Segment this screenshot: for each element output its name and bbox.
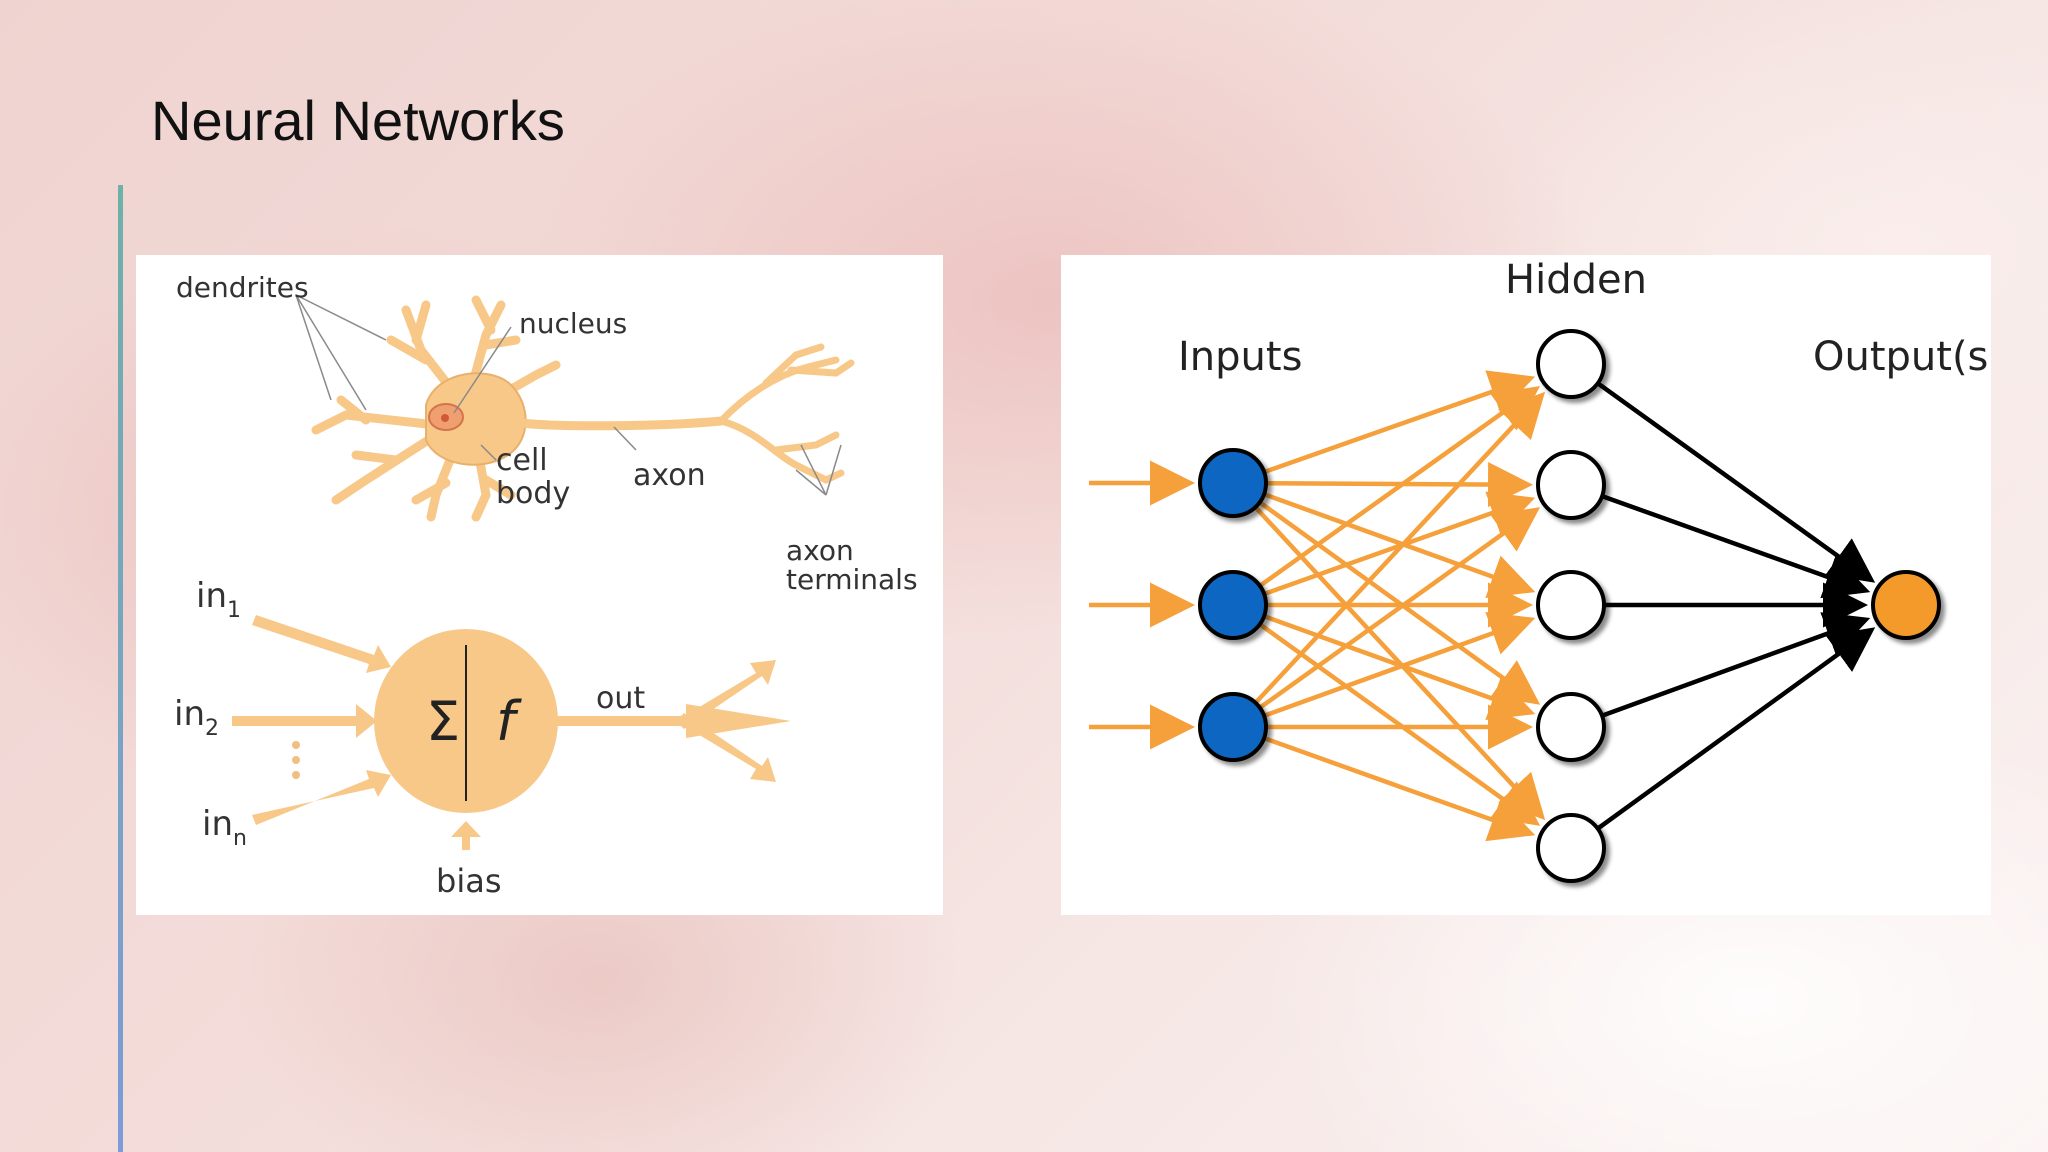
perceptron-ellipsis [292,741,300,779]
sum-symbol: Σ [426,690,460,753]
perceptron-input-arrows [232,615,391,825]
slide-title: Neural Networks [151,89,565,152]
input-to-hidden-edge [1232,724,1536,842]
label-hidden: Hidden [1505,257,1647,303]
neural-network-diagram: Inputs Hidden Output(s) [1089,257,2004,883]
label-input-2: in2 [174,694,219,741]
hidden-node [1536,813,1606,883]
hidden-to-output-edge [1569,627,1876,850]
hidden-node [1536,450,1606,520]
input-node [1198,570,1268,640]
output-node [1871,570,1941,640]
hidden-to-output-edge [1570,612,1871,730]
input-to-hidden-edge [1231,507,1541,729]
label-axon: axon [633,458,706,493]
hidden-node [1536,570,1606,640]
label-cell: cell [496,443,548,478]
accent-bar [118,185,123,1152]
label-nucleus: nucleus [519,307,627,340]
label-input-1: in1 [196,576,241,623]
label-outputs: Output(s) [1813,334,1991,380]
input-to-hidden-edge [1231,386,1541,607]
label-body: body [496,476,570,511]
label-input-n: inn [202,804,247,851]
input-to-hidden-edge [1231,481,1541,705]
perceptron-output-arrows [556,660,791,782]
input-node [1198,448,1268,518]
network-diagram-panel: Inputs Hidden Output(s) [1061,255,2004,915]
hidden-to-output-edge [1570,482,1871,599]
label-out: out [596,681,645,716]
axon [516,416,726,431]
neuron-pointer-lines [295,294,842,496]
axon-terminals [717,343,855,484]
dendrite-branches [311,295,561,522]
perceptron: Σ f out bias in1 in2 inn [174,576,791,900]
input-to-hidden-edge [1232,462,1534,508]
network-nodes [1198,329,1941,883]
network-edges [1089,362,1876,850]
hidden-node [1536,329,1606,399]
input-to-hidden-edge [1232,370,1536,486]
nucleolus [441,414,449,422]
input-to-hidden-edge [1231,391,1546,729]
input-to-hidden-edge [1232,612,1536,730]
label-dendrites: dendrites [176,271,309,304]
input-to-hidden-edge [1232,602,1536,720]
input-to-hidden-edge [1232,491,1536,608]
input-to-hidden-edge [1231,481,1546,821]
input-to-hidden-edge [1232,480,1536,598]
label-inputs: Inputs [1178,334,1302,380]
label-bias: bias [436,862,501,900]
hidden-node [1536,692,1606,762]
label-axon-terminals-line2: terminals [786,563,918,596]
neuron-diagram-panel: dendrites nucleus cell body axon axon te… [136,255,943,915]
input-node [1198,692,1268,762]
input-to-hidden-edge [1231,603,1541,826]
hidden-to-output-edge [1569,362,1876,583]
label-axon-terminals-line1: axon [786,534,854,567]
neuron-diagram: dendrites nucleus cell body axon axon te… [174,271,918,900]
bias-arrow [451,821,481,850]
biological-neuron: dendrites nucleus cell body axon axon te… [176,271,918,596]
